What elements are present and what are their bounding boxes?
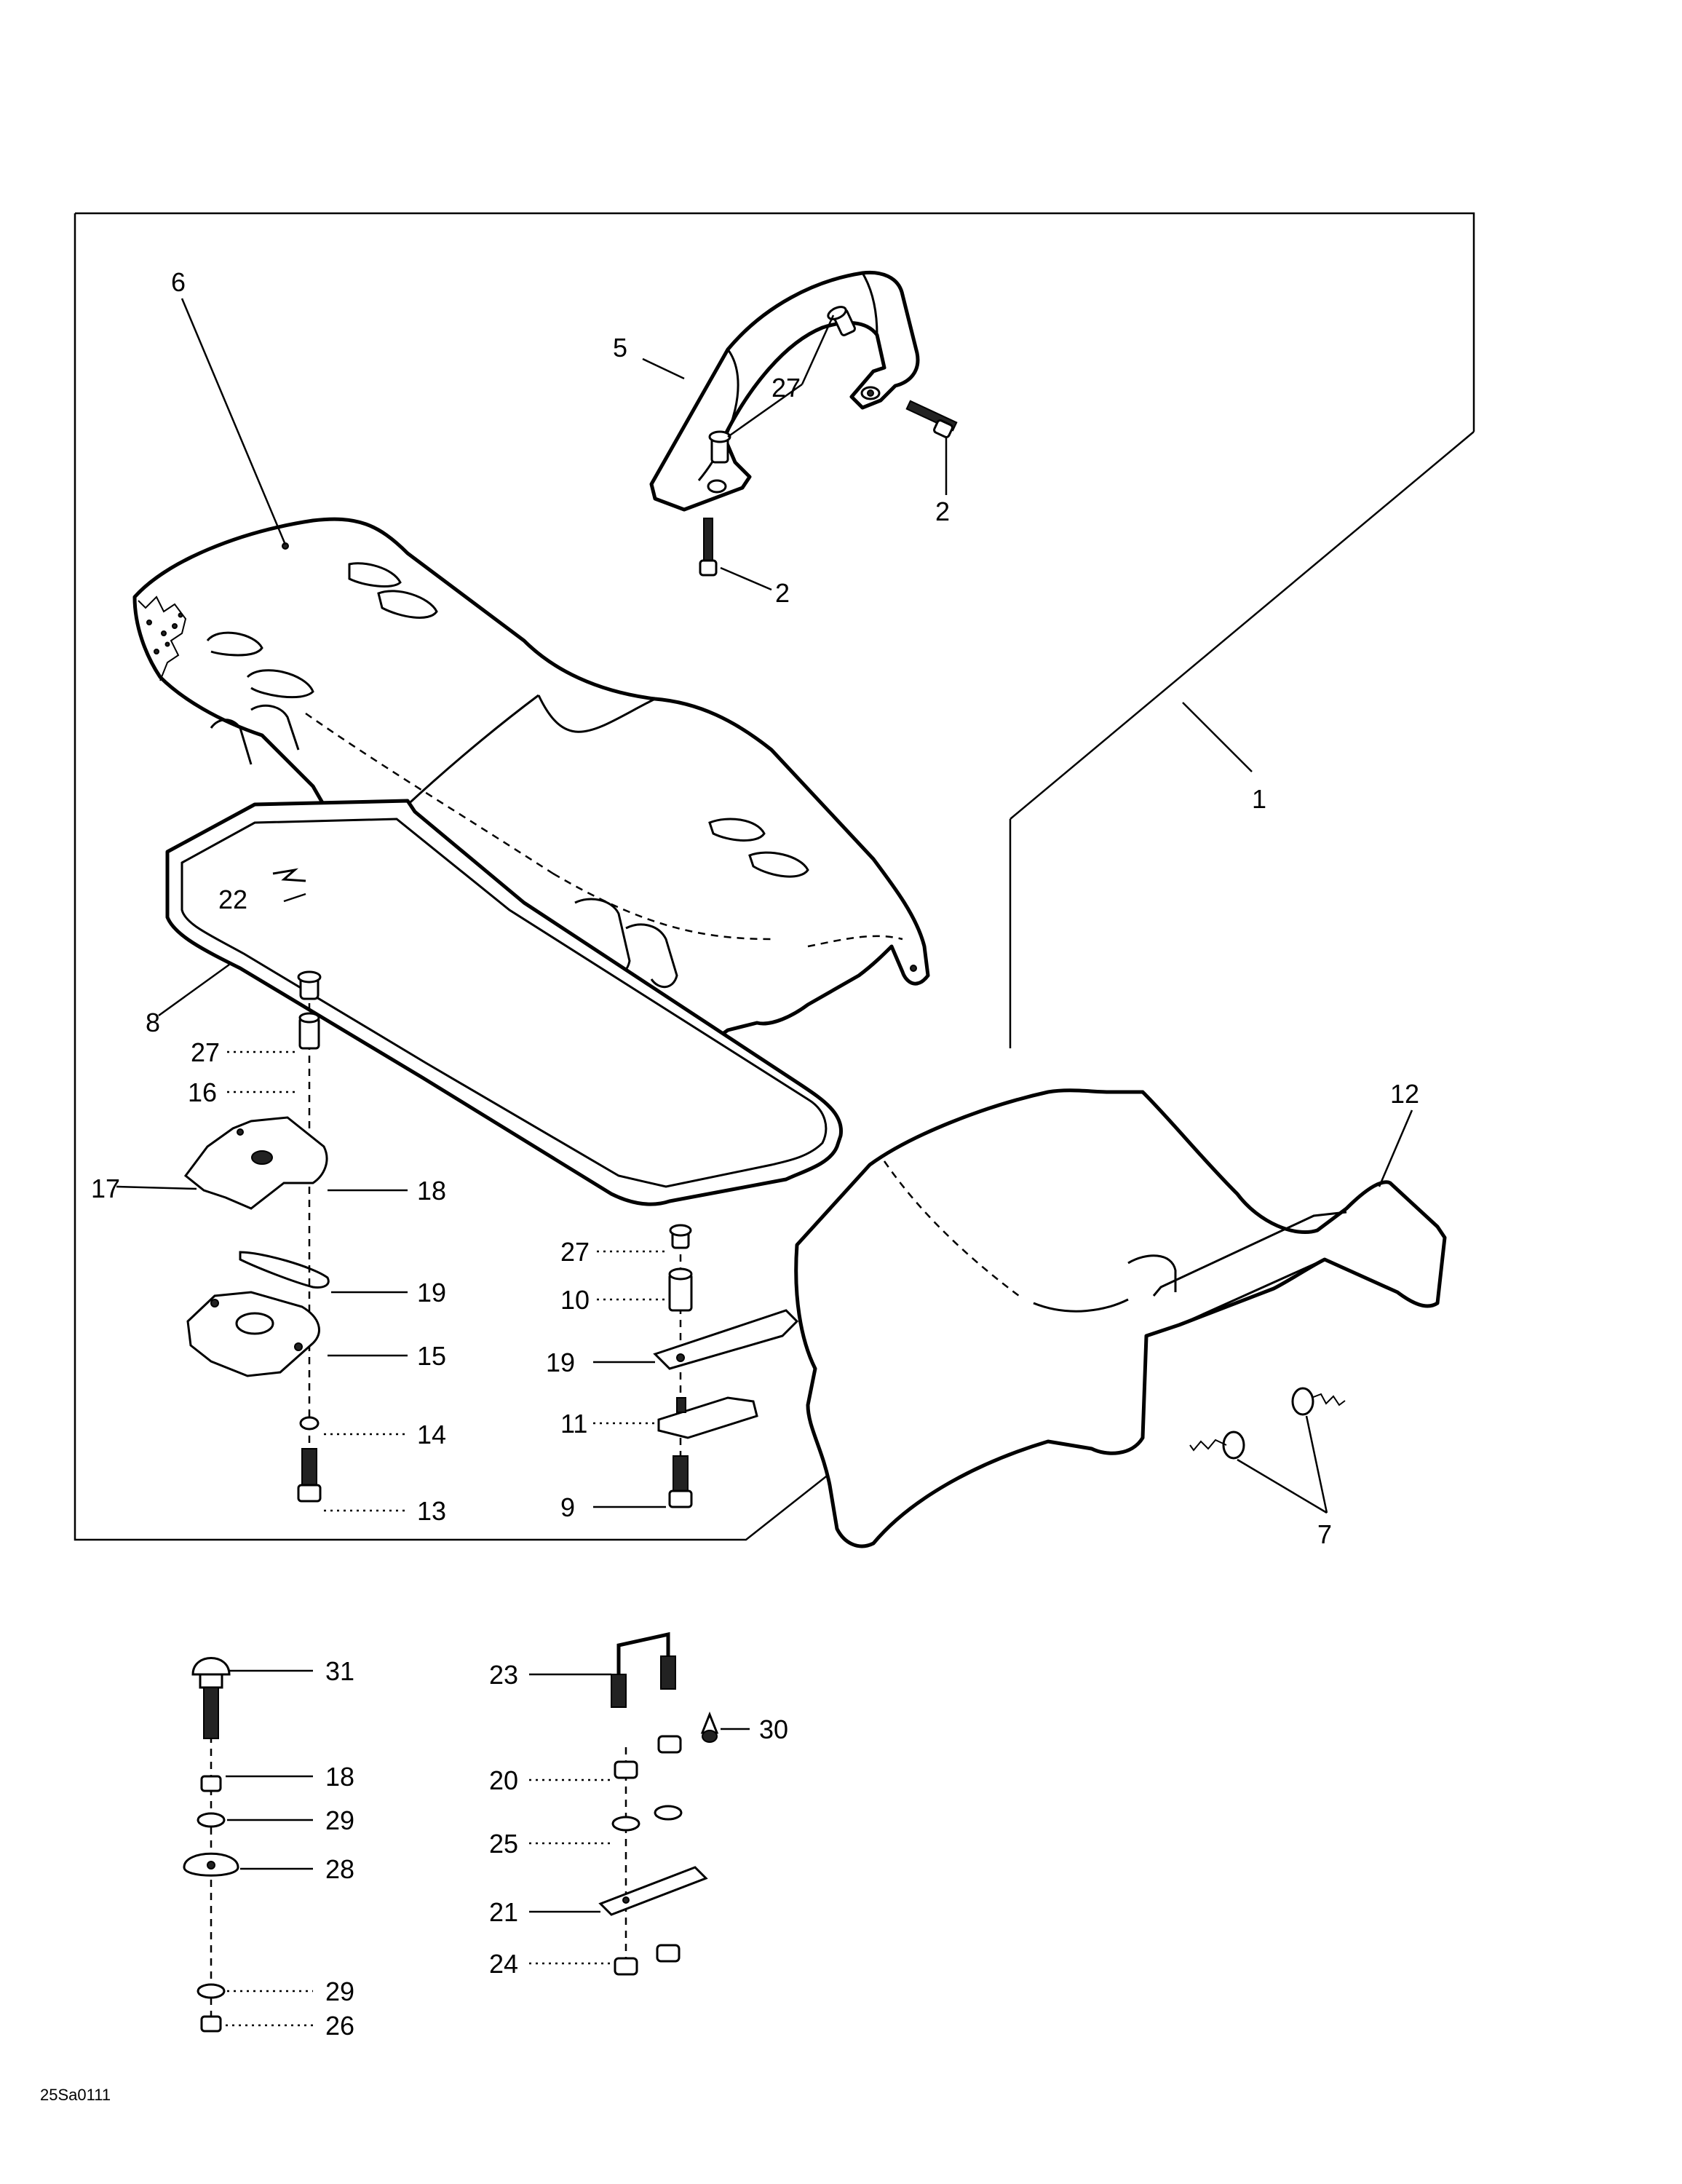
callout-20: 20 xyxy=(489,1765,518,1795)
handle-spacer-b xyxy=(827,306,857,336)
bolt-stack-bottom-left xyxy=(183,1657,239,2033)
ubolt-stack-bottom-middle xyxy=(598,1631,719,1976)
callout-11: 13 xyxy=(417,1496,446,1526)
callout-1: 1 xyxy=(1252,784,1266,814)
callout-24: 24 xyxy=(489,1949,518,1979)
callout-27b: 27 xyxy=(191,1037,220,1067)
leader-lines xyxy=(116,298,1413,2027)
callout-22: 22 xyxy=(218,885,247,914)
callout-30: 30 xyxy=(759,1714,788,1744)
callout-18: 18 xyxy=(417,1176,446,1206)
callout-25: 25 xyxy=(489,1829,518,1859)
callout-14: 16 xyxy=(188,1077,217,1107)
handle-screw-right xyxy=(905,400,958,438)
callout-16: 18 xyxy=(325,1762,354,1792)
callout-23: 23 xyxy=(489,1660,518,1690)
callout-3: 5 xyxy=(613,333,627,363)
callout-8: 10 xyxy=(560,1285,590,1315)
callout-28: 28 xyxy=(325,1854,354,1884)
callout-15: 17 xyxy=(91,1174,120,1203)
latch-stack-middle xyxy=(653,1224,799,1508)
callout-26: 26 xyxy=(325,2011,354,2041)
callout-21: 21 xyxy=(489,1897,518,1927)
callout-29a: 29 xyxy=(325,1805,354,1835)
callout-7: 9 xyxy=(560,1492,575,1522)
rivet-left xyxy=(1189,1431,1245,1460)
callout-27c: 27 xyxy=(560,1237,590,1267)
callout-4: 6 xyxy=(171,267,186,297)
callout-31: 31 xyxy=(325,1656,354,1686)
handle-screw-bottom xyxy=(699,518,718,577)
callout-2b: 2 xyxy=(775,578,790,608)
hinge-stack-left xyxy=(183,970,330,1503)
callout-13: 15 xyxy=(417,1341,446,1371)
callout-5: 7 xyxy=(1317,1519,1332,1549)
callout-9: 11 xyxy=(560,1409,587,1439)
handle-spacer-a xyxy=(708,430,731,464)
callout-27a: 27 xyxy=(771,373,801,403)
callout-29b: 29 xyxy=(325,1977,354,2006)
callout-6: 8 xyxy=(146,1008,160,1037)
callout-17: 19 xyxy=(546,1348,575,1377)
callout-12: 14 xyxy=(417,1420,446,1449)
rivet-right xyxy=(1291,1387,1346,1416)
callout-19: 19 xyxy=(417,1278,446,1307)
reference-code: 25Sa0111 xyxy=(40,2086,111,2104)
callout-2a: 2 xyxy=(935,496,950,526)
assembly-frame xyxy=(74,212,1475,1541)
rear-seat-cushion xyxy=(794,1088,1447,1548)
callout-labels: 6 5 27 2 2 1 22 8 12 27 16 17 18 19 15 1… xyxy=(40,267,1419,2104)
callout-10: 12 xyxy=(1390,1079,1419,1109)
seat-base-frame xyxy=(165,799,844,1206)
